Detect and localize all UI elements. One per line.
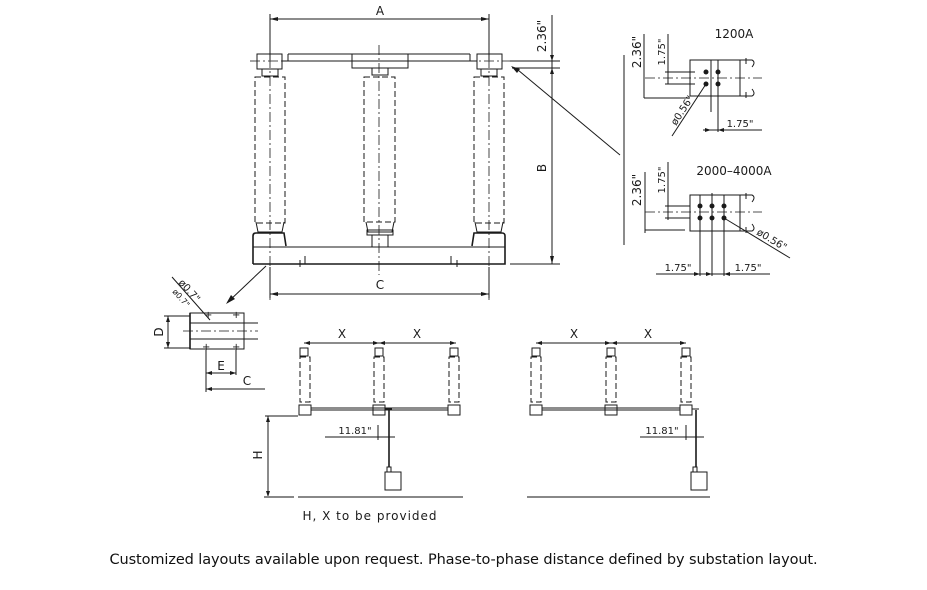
leader-to-terminal-details: [517, 69, 621, 156]
detail-1200a-dim-outer: 2.36": [630, 36, 644, 68]
layout2-pole-1: [529, 347, 543, 416]
leader-to-base-detail: [227, 265, 267, 303]
base-mounting-detail: + + + + ø0.7" ø0.7" D E C: [152, 276, 265, 392]
layout2-pole-3: [679, 347, 693, 416]
layout1-dim-x1: X: [338, 327, 346, 341]
layout2-operating-mechanism: [690, 471, 708, 491]
layout1-dim-h: H: [251, 450, 265, 459]
base-dim-e-label: E: [217, 359, 225, 373]
detail-1200a-title: 1200A: [715, 27, 755, 41]
detail-2000a-title: 2000–4000A: [696, 164, 772, 178]
dimension-b: B: [510, 60, 560, 265]
main-front-view: A: [226, 4, 621, 304]
layout-end-drive: X X 11.81": [527, 327, 710, 498]
layout1-pole-1: [298, 347, 312, 416]
terminal-detail-2000-4000a: 2000–4000A 2.36" 1.75" ø0.56" 1.75" 1.75…: [630, 162, 791, 276]
caption-text: Customized layouts available upon reques…: [109, 552, 818, 568]
dimension-top-offset-label: 2.36": [535, 20, 549, 52]
layout1-pole-3: [447, 347, 461, 416]
detail-1200a-dim-inner: 1.75": [657, 39, 668, 66]
detail-2000a-dim-hole: ø0.56": [754, 227, 788, 253]
layout1-dim-offset: 11.81": [338, 426, 371, 437]
svg-text:+: +: [232, 342, 240, 353]
dimension-b-label: B: [535, 164, 549, 172]
layout2-pole-2: [604, 347, 618, 416]
terminal-detail-1200a: 1200A 2.36" 1.75" ø0.56" 1.75": [630, 27, 762, 137]
base-dim-c-label: C: [243, 374, 251, 388]
svg-text:+: +: [232, 310, 240, 321]
base-dim-d-label: D: [152, 327, 166, 336]
layout2-dim-x1: X: [570, 327, 578, 341]
dimension-top-offset: 2.36": [512, 15, 560, 74]
layout-center-drive: X X 11.81" H H,: [251, 327, 463, 523]
layout2-dim-offset: 11.81": [645, 426, 678, 437]
insulator-right: [473, 40, 505, 300]
insulator-bases: [255, 221, 504, 248]
detail-1200a-dim-hole: ø0.56": [669, 94, 696, 128]
insulator-center: [363, 45, 396, 275]
layout1-pole-2: [372, 347, 386, 416]
detail-2000a-dim-inner: 1.75": [657, 167, 668, 194]
dimension-c-label: C: [376, 278, 384, 292]
detail-2000a-dim-right: 1.75": [735, 263, 762, 274]
dimension-a-label: A: [376, 4, 385, 18]
dimension-c: C: [269, 267, 490, 298]
detail-2000a-dim-left: 1.75": [665, 263, 692, 274]
insulator-left: [254, 40, 286, 300]
layout1-operating-mechanism: [384, 471, 402, 491]
svg-text:+: +: [204, 310, 212, 321]
base-frame: [252, 232, 506, 267]
svg-text:+: +: [202, 342, 210, 353]
layout1-dim-x2: X: [413, 327, 421, 341]
top-frame: [250, 53, 510, 77]
dimension-a: A: [269, 4, 490, 60]
layout2-dim-x2: X: [644, 327, 652, 341]
detail-2000a-dim-outer: 2.36": [630, 174, 644, 206]
layout-note: H, X to be provided: [302, 509, 437, 523]
detail-1200a-dim-horizontal: 1.75": [727, 119, 754, 130]
